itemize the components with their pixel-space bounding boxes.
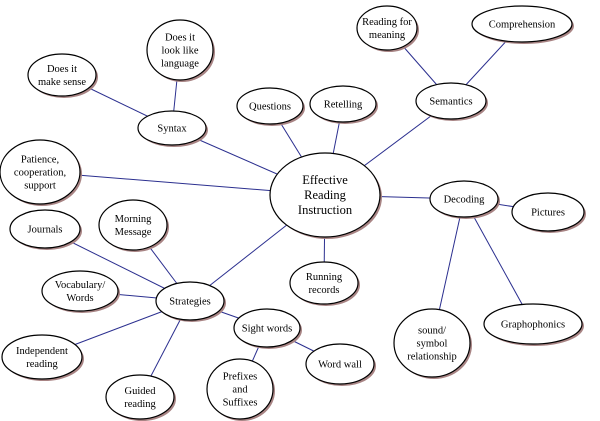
node-guided-reading: Guided reading <box>105 374 176 421</box>
node-ellipse <box>1 334 83 380</box>
node-label: Independent <box>16 346 68 357</box>
node-graphophonics: Graphophonics <box>483 303 584 346</box>
node-ellipse <box>105 374 175 420</box>
node-label: relationship <box>407 352 457 363</box>
node-ellipse <box>309 85 377 123</box>
node-ellipse <box>0 139 81 205</box>
node-label: symbol <box>417 339 448 350</box>
node-independent-reading: Independent reading <box>1 334 84 381</box>
node-ellipse <box>206 358 274 420</box>
node-reading-for-meaning: Reading for meaning <box>356 5 419 52</box>
node-label: reading <box>124 399 156 410</box>
node-label: Semantics <box>429 97 472 108</box>
node-label: Does it <box>165 33 195 44</box>
node-ellipse <box>269 152 381 238</box>
node-ellipse <box>146 19 214 81</box>
node-ellipse <box>41 270 119 312</box>
node-ellipse <box>27 53 97 97</box>
node-ellipse <box>98 199 168 251</box>
node-label: Graphophonics <box>501 320 565 331</box>
node-ellipse <box>393 308 471 378</box>
node-sight-words: Sight words <box>233 308 302 349</box>
node-label: Reading for <box>362 17 412 28</box>
node-label: Does it <box>47 64 77 75</box>
node-label: records <box>309 285 340 296</box>
node-does-it-look-like-language: Does it look like language <box>146 19 215 82</box>
node-label: Questions <box>249 102 291 113</box>
node-retelling: Retelling <box>309 85 378 124</box>
node-label: Words <box>66 293 93 304</box>
node-label: Guided <box>125 386 157 397</box>
node-label: Running <box>306 272 343 283</box>
node-label: cooperation, <box>14 168 66 179</box>
node-label: Word wall <box>318 360 362 371</box>
node-ellipse <box>155 281 225 321</box>
node-label: Morning <box>115 214 153 225</box>
node-label: reading <box>26 359 58 370</box>
node-label: Sight words <box>242 324 292 335</box>
node-label: Vocabulary/ <box>55 280 106 291</box>
node-label: Retelling <box>324 100 363 111</box>
node-label: look like <box>161 46 198 57</box>
node-label: Pictures <box>531 208 565 219</box>
node-label: Journals <box>28 225 63 236</box>
node-label: meaning <box>369 30 406 41</box>
node-patience: Patience, cooperation, support <box>0 139 82 206</box>
node-pictures: Pictures <box>511 192 586 233</box>
node-semantics: Semantics <box>415 82 488 121</box>
node-ellipse <box>429 180 499 218</box>
node-word-wall: Word wall <box>305 343 376 386</box>
node-label: Instruction <box>298 203 353 217</box>
node-journals: Journals <box>9 209 82 250</box>
node-ellipse <box>305 343 375 385</box>
node-ellipse <box>483 303 583 345</box>
node-label: Strategies <box>169 297 210 308</box>
node-label: Reading <box>304 188 346 202</box>
node-ellipse <box>356 5 418 51</box>
node-label: Decoding <box>444 195 486 206</box>
node-strategies: Strategies <box>155 281 226 322</box>
edge-decoding-to-graphophonics <box>463 198 534 325</box>
node-label: Suffixes <box>223 398 258 409</box>
node-running-records: Running records <box>289 261 360 306</box>
node-syntax: Syntax <box>137 110 208 147</box>
node-label: Comprehension <box>489 20 556 31</box>
node-comprehension: Comprehension <box>471 5 574 44</box>
node-label: language <box>161 59 199 70</box>
node-ellipse <box>233 308 301 348</box>
node-label: Prefixes <box>223 372 257 383</box>
node-does-it-make-sense: Does it make sense <box>27 53 98 98</box>
node-sound-symbol: sound/symbol relationship <box>393 308 472 379</box>
node-label: Patience, <box>21 155 59 166</box>
node-ellipse <box>471 5 573 43</box>
node-label: Syntax <box>157 124 187 135</box>
node-ellipse <box>415 82 487 120</box>
node-label: sound/ <box>418 326 446 337</box>
node-label: make sense <box>38 77 86 88</box>
node-decoding: Decoding <box>429 180 500 219</box>
node-label: and <box>232 385 248 396</box>
node-label: Message <box>115 227 152 238</box>
node-ellipse <box>137 110 207 146</box>
node-questions: Questions <box>236 87 305 126</box>
node-ellipse <box>289 261 359 305</box>
node-ellipse <box>236 87 304 125</box>
node-label: support <box>24 181 56 192</box>
node-label: Effective <box>302 173 348 187</box>
node-ellipse <box>511 192 585 232</box>
node-vocabulary-words: Vocabulary/Words <box>41 270 120 313</box>
node-ellipse <box>9 209 81 249</box>
